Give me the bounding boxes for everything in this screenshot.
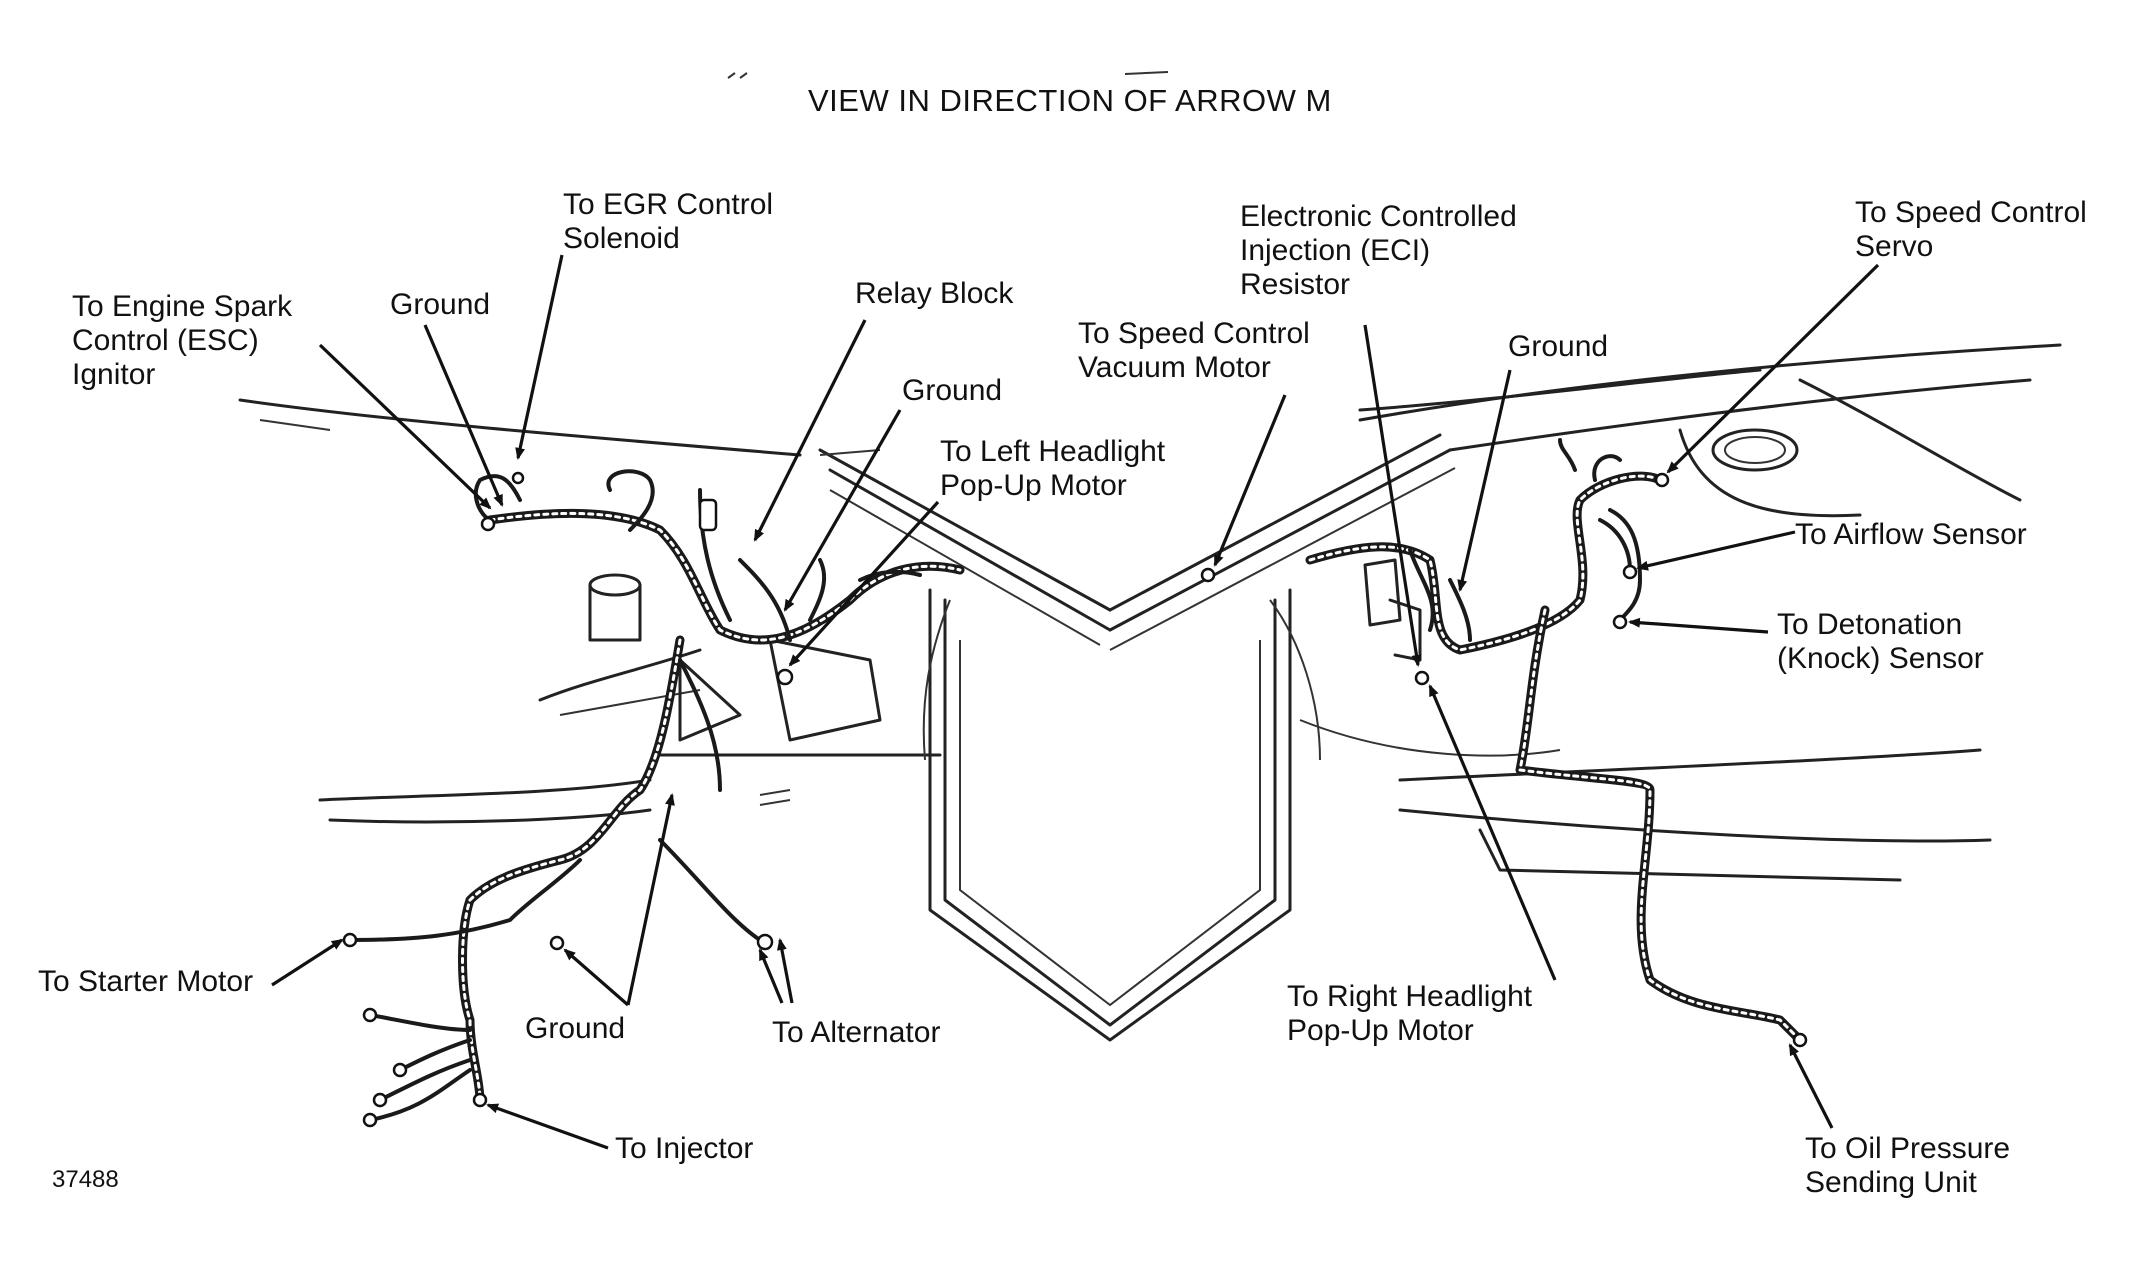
label-eci-resistor: Electronic Controlled Injection (ECI) Re… xyxy=(1240,200,1517,301)
label-alternator: To Alternator xyxy=(772,1016,941,1049)
label-ground-bottom: Ground xyxy=(525,1012,626,1045)
title-marks xyxy=(727,71,1169,79)
label-airflow-sensor: To Airflow Sensor xyxy=(1795,518,2027,551)
vehicle-body-outline xyxy=(238,343,2062,1042)
leader-arrows xyxy=(271,254,1880,1150)
label-starter-motor: To Starter Motor xyxy=(38,965,254,998)
connectors xyxy=(342,471,1808,1128)
label-right-headlight: To Right Headlight Pop-Up Motor xyxy=(1287,980,1533,1047)
main-harness xyxy=(458,471,1805,1105)
label-left-headlight: To Left Headlight Pop-Up Motor xyxy=(940,435,1166,502)
label-oil-pressure: To Oil Pressure Sending Unit xyxy=(1805,1132,2011,1199)
label-relay-block: Relay Block xyxy=(855,277,1014,310)
label-ground-left-top: Ground xyxy=(390,288,491,321)
label-egr-solenoid: To EGR Control Solenoid xyxy=(563,188,774,255)
label-speed-servo: To Speed Control Servo xyxy=(1855,196,2087,263)
diagram-title: VIEW IN DIRECTION OF ARROW M xyxy=(808,83,1332,118)
label-ground-center: Ground xyxy=(902,374,1003,407)
label-speed-vacuum-motor: To Speed Control Vacuum Motor xyxy=(1078,317,1310,384)
label-detonation-sensor: To Detonation (Knock) Sensor xyxy=(1777,608,1984,675)
figure-number: 37488 xyxy=(52,1166,119,1193)
label-injector: To Injector xyxy=(615,1132,754,1165)
label-esc-ignitor: To Engine Spark Control (ESC) Ignitor xyxy=(72,290,293,391)
branch-wires xyxy=(348,438,1642,1122)
label-ground-right: Ground xyxy=(1508,330,1609,363)
